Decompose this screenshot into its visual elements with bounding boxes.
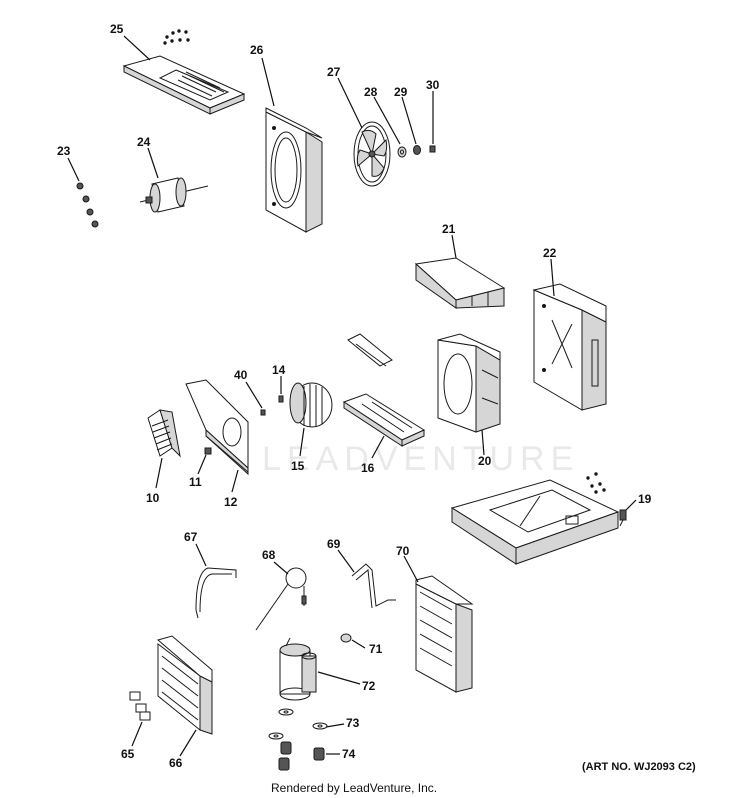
part-66-coil[interactable] — [156, 635, 213, 735]
part-21-air-duct[interactable] — [414, 257, 506, 309]
leader-67 — [195, 543, 207, 567]
callout-65[interactable]: 65 — [121, 747, 135, 761]
part-20-blower-housing[interactable] — [437, 333, 501, 433]
callout-70[interactable]: 70 — [396, 544, 410, 558]
part-71-grommet[interactable] — [340, 633, 352, 643]
leader-27 — [337, 77, 363, 129]
leader-20 — [481, 429, 485, 456]
callout-26[interactable]: 26 — [250, 43, 264, 57]
callout-20[interactable]: 20 — [478, 454, 492, 468]
callout-40[interactable]: 40 — [234, 368, 248, 382]
leader-10 — [155, 457, 163, 489]
leader-21 — [451, 234, 457, 259]
callout-71[interactable]: 71 — [369, 642, 383, 656]
callout-67[interactable]: 67 — [184, 530, 198, 544]
part-28-washer[interactable] — [397, 146, 407, 158]
callout-73[interactable]: 73 — [346, 716, 360, 730]
callout-23[interactable]: 23 — [57, 144, 71, 158]
leader-65 — [131, 721, 143, 747]
callout-22[interactable]: 22 — [543, 246, 557, 260]
part-19-base-pan[interactable] — [450, 479, 620, 565]
leader-69 — [337, 549, 355, 573]
leader-72 — [317, 671, 361, 685]
part-14-screw[interactable] — [278, 395, 284, 403]
part-19-thermistor[interactable] — [619, 509, 627, 527]
callout-24[interactable]: 24 — [137, 135, 151, 149]
leader-66 — [179, 729, 197, 757]
footer-credit: Rendered by LeadVenture, Inc. — [271, 781, 437, 795]
callout-21[interactable]: 21 — [442, 222, 456, 236]
part-65-clips[interactable] — [129, 691, 151, 721]
callout-11[interactable]: 11 — [189, 475, 202, 489]
callout-16[interactable]: 16 — [361, 461, 375, 475]
callout-19[interactable]: 19 — [638, 492, 652, 506]
part-25-top-cover[interactable] — [122, 29, 246, 115]
leader-73 — [325, 723, 345, 728]
callout-12[interactable]: 12 — [224, 495, 238, 509]
part-30-screw[interactable] — [429, 145, 436, 153]
leader-11 — [197, 454, 207, 475]
leader-40 — [245, 381, 263, 409]
callout-27[interactable]: 27 — [327, 65, 341, 79]
leader-70 — [403, 555, 419, 583]
callout-10[interactable]: 10 — [146, 491, 160, 505]
callout-68[interactable]: 68 — [262, 548, 276, 562]
leader-23 — [67, 157, 80, 182]
part-11-clip[interactable] — [204, 447, 212, 455]
leader-15 — [299, 427, 305, 457]
callout-29[interactable]: 29 — [394, 85, 408, 99]
part-74-isolators[interactable] — [278, 741, 325, 771]
leader-28 — [373, 96, 401, 145]
part-68-capillary[interactable] — [255, 567, 307, 631]
part-67-tube[interactable] — [195, 567, 237, 619]
part-16-tray[interactable] — [342, 393, 426, 447]
part-27-fan-blade[interactable] — [353, 121, 391, 187]
callout-28[interactable]: 28 — [364, 85, 378, 99]
part-12-bulkhead[interactable] — [185, 379, 249, 476]
leader-25 — [123, 35, 151, 61]
callout-74[interactable]: 74 — [342, 747, 356, 761]
base-pan-screws — [586, 472, 606, 494]
leader-12 — [231, 469, 239, 493]
part-10-evaporator[interactable] — [147, 409, 181, 458]
part-26-fan-shroud[interactable] — [265, 107, 323, 233]
leader-26 — [261, 57, 275, 107]
leader-24 — [147, 147, 159, 179]
part-bracket — [347, 333, 393, 367]
part-22-partition-panel[interactable] — [532, 283, 607, 411]
part-70-condenser[interactable] — [415, 575, 474, 693]
callout-66[interactable]: 66 — [169, 756, 183, 770]
part-72-compressor[interactable] — [279, 637, 317, 701]
art-number: (ART NO. WJ2093 C2) — [582, 761, 696, 773]
callout-30[interactable]: 30 — [426, 78, 440, 92]
part-15-blower-wheel[interactable] — [289, 382, 333, 428]
leader-22 — [550, 258, 555, 297]
callout-14[interactable]: 14 — [272, 363, 286, 377]
part-29-nut[interactable] — [413, 145, 421, 155]
leader-19 — [625, 499, 637, 511]
part-73-washers[interactable] — [268, 708, 328, 740]
leader-71 — [351, 639, 366, 649]
part-40-screw[interactable] — [260, 409, 266, 416]
leader-29 — [401, 96, 417, 145]
callout-69[interactable]: 69 — [327, 537, 341, 551]
part-25-screws — [163, 29, 190, 45]
leader-16 — [371, 435, 385, 459]
watermark-text: LEADVENTURE — [262, 440, 579, 478]
part-69-tube[interactable] — [351, 563, 396, 609]
leader-68 — [273, 561, 289, 575]
part-24-fan-motor[interactable] — [139, 177, 209, 213]
callout-25[interactable]: 25 — [110, 22, 124, 36]
part-23-grommets[interactable] — [76, 182, 99, 228]
callout-15[interactable]: 15 — [291, 459, 305, 473]
callout-72[interactable]: 72 — [362, 679, 376, 693]
